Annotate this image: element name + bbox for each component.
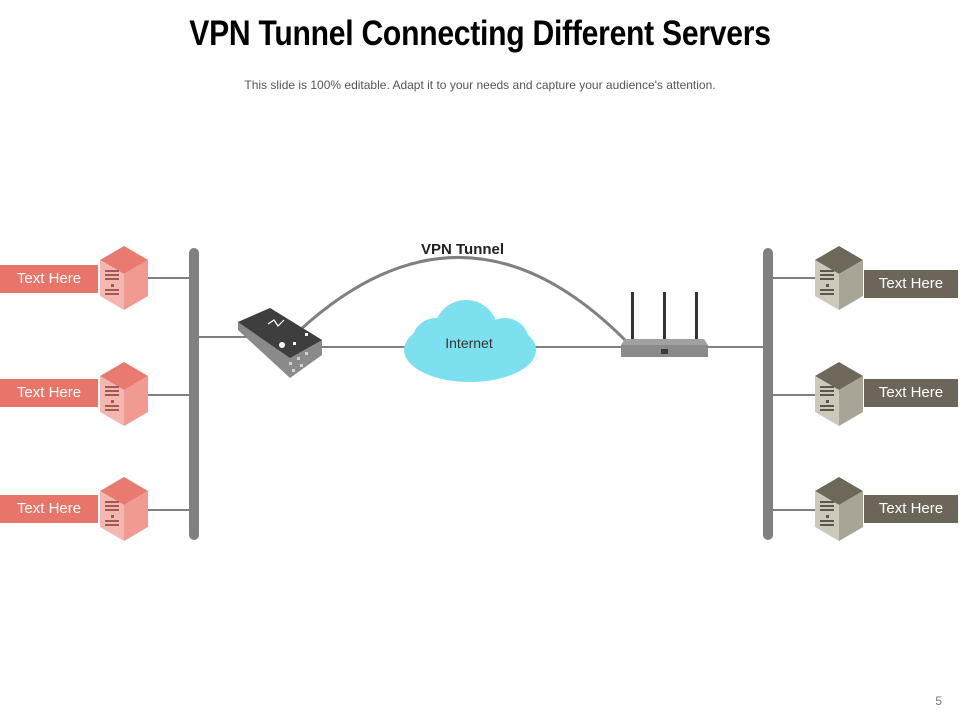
vpn-tunnel-label: VPN Tunnel	[420, 241, 505, 258]
left-bus	[189, 248, 199, 540]
right-server-label-1[interactable]: Text Here	[864, 270, 958, 298]
right-server-label-2[interactable]: Text Here	[864, 379, 958, 407]
slide-title: VPN Tunnel Connecting Different Servers	[189, 14, 771, 53]
internet-label: Internet	[445, 335, 493, 351]
right-server-icon-2	[815, 362, 863, 426]
cloud-icon	[404, 300, 536, 382]
right-server-label-3[interactable]: Text Here	[864, 495, 958, 523]
left-server-label-2[interactable]: Text Here	[0, 379, 98, 407]
left-server-label-1[interactable]: Text Here	[0, 265, 98, 293]
right-server-icon-3	[815, 477, 863, 541]
right-branch-lines	[706, 277, 820, 511]
right-bus	[763, 248, 773, 540]
slide-subtitle: This slide is 100% editable. Adapt it to…	[244, 78, 716, 92]
vpn-tunnel-arc	[298, 255, 627, 342]
wifi-router-icon	[621, 292, 708, 357]
left-branch-lines	[140, 277, 250, 511]
left-server-icon-1	[100, 246, 148, 310]
left-server-label-3[interactable]: Text Here	[0, 495, 98, 523]
right-server-icon-1	[815, 246, 863, 310]
page-number: 5	[935, 694, 942, 708]
left-server-icon-2	[100, 362, 148, 426]
vpn-gateway-device-icon	[238, 308, 322, 378]
left-server-icon-3	[100, 477, 148, 541]
